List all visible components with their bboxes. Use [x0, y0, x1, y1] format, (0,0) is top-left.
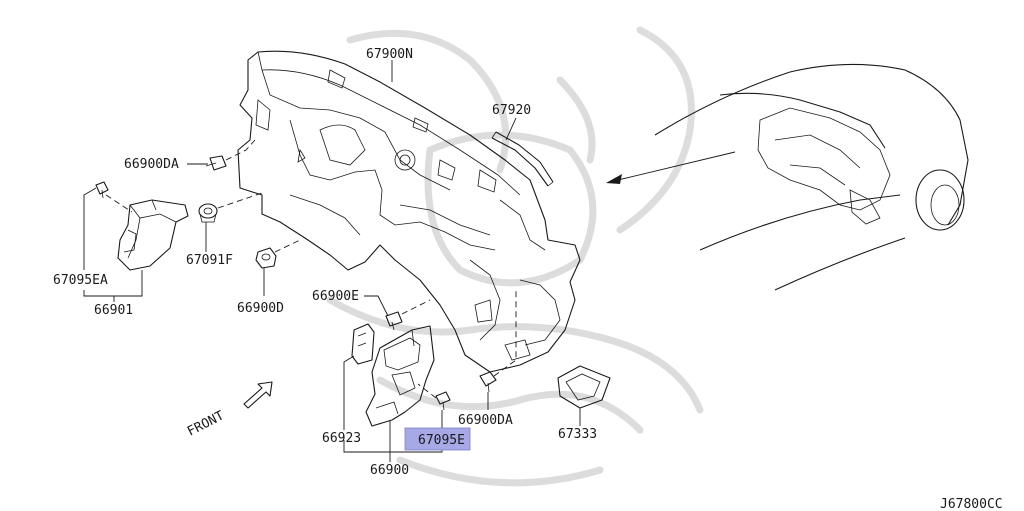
label-66900[interactable]: 66900: [370, 463, 409, 478]
front-label: FRONT: [185, 408, 227, 439]
label-67900N[interactable]: 67900N: [366, 47, 413, 62]
label-66901[interactable]: 66901: [94, 303, 133, 318]
watermark-emblem: [326, 26, 704, 487]
lower-insulator-66900-part[interactable]: [365, 325, 435, 427]
pad-67333-part[interactable]: [557, 365, 611, 409]
clip-66900e-part[interactable]: [385, 311, 403, 331]
clip-67095e-part[interactable]: [435, 391, 451, 411]
clip-66900d-part[interactable]: [255, 247, 277, 269]
side-insulator-66901-part[interactable]: [117, 199, 189, 271]
dash-insulator-part[interactable]: [237, 50, 581, 373]
label-66923[interactable]: 66923: [322, 431, 361, 446]
clip-66900da-bottom-part[interactable]: [479, 371, 497, 393]
highlight-box: [404, 427, 471, 451]
clip-66900da-top-part[interactable]: [205, 155, 227, 171]
label-66900E[interactable]: 66900E: [312, 289, 359, 304]
reference-arrow: [606, 151, 736, 184]
label-66900D[interactable]: 66900D: [237, 301, 284, 316]
front-indicator: FRONT: [185, 408, 227, 439]
nut-67091f-part[interactable]: [198, 203, 218, 223]
label-67095E[interactable]: 67095E: [418, 433, 465, 448]
vehicle-outline: [654, 63, 969, 291]
label-66900DA-bottom[interactable]: 66900DA: [458, 413, 513, 428]
clip-67095ea-part[interactable]: [95, 181, 109, 199]
label-67091F[interactable]: 67091F: [186, 253, 233, 268]
seal-strip-part[interactable]: [491, 131, 554, 187]
front-arrow-icon: [243, 381, 273, 409]
label-67920[interactable]: 67920: [492, 103, 531, 118]
label-67333[interactable]: 67333: [558, 427, 597, 442]
drawing-code: J67800CC: [940, 497, 1003, 511]
label-66900DA-top[interactable]: 66900DA: [124, 157, 179, 172]
bracket-66923-part[interactable]: [351, 323, 375, 365]
label-67095EA[interactable]: 67095EA: [53, 273, 108, 288]
part-labels: 67900N 67920 66900DA 67091F 67095EA 6690…: [53, 47, 1003, 511]
